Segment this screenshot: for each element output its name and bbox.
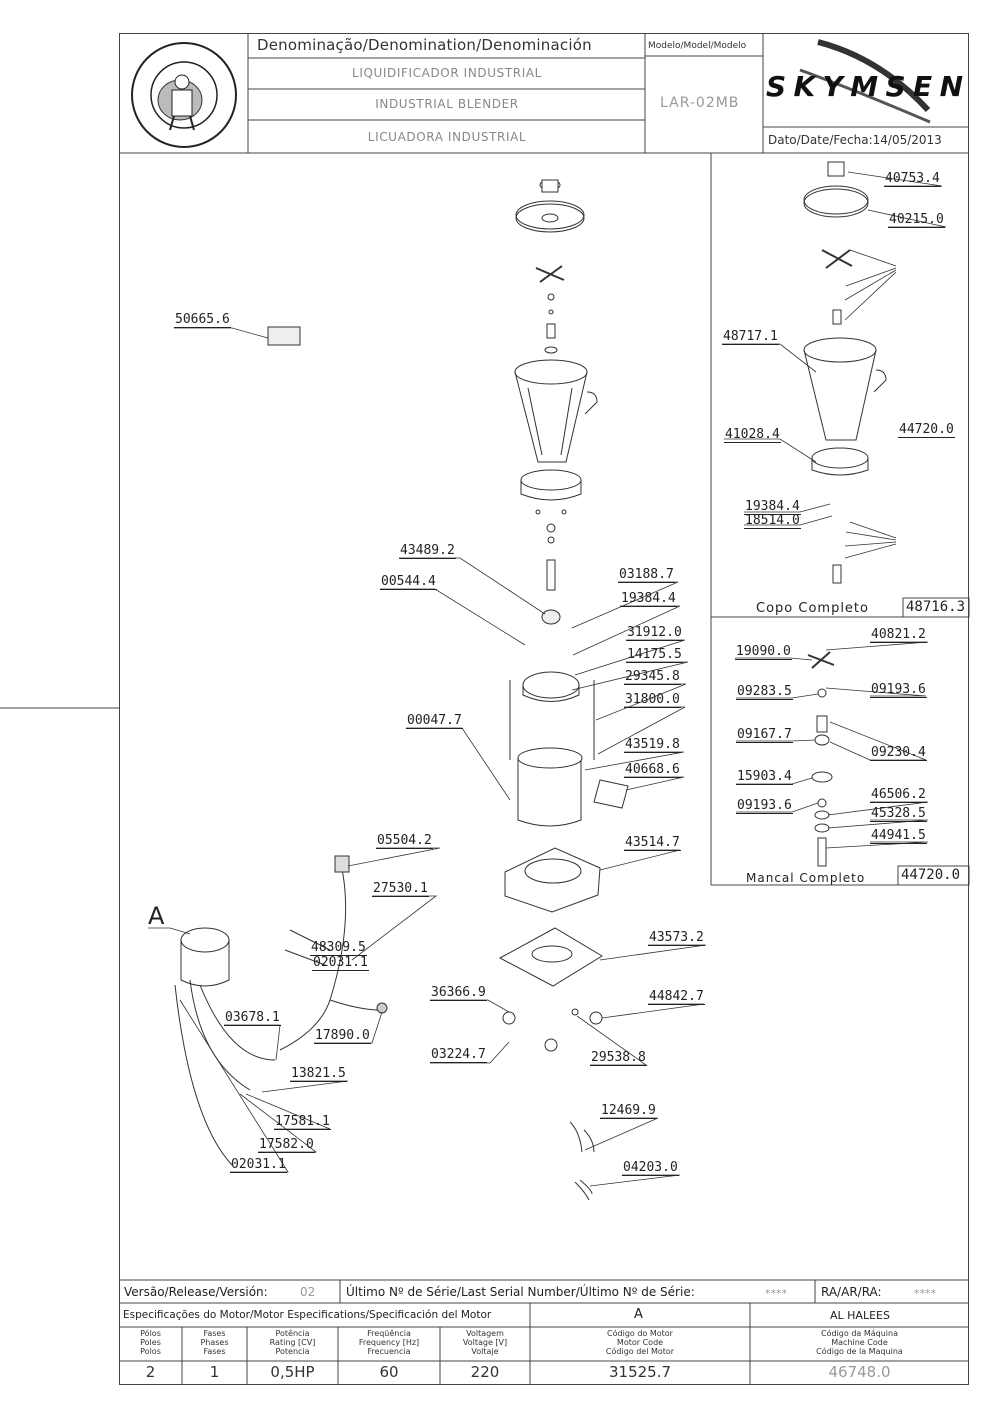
part-label-mancal: 45328.5	[870, 806, 927, 822]
spec-value-cell: 0,5HP	[270, 1363, 315, 1381]
part-label-main: 29538.8	[590, 1050, 647, 1066]
part-label-main: 43489.2	[399, 543, 456, 559]
svg-text:SKYMSEN: SKYMSEN	[766, 70, 963, 103]
part-label-main: 36366.9	[430, 985, 487, 1001]
version-value: 02	[300, 1285, 316, 1299]
part-label-main: 17581.1	[274, 1114, 331, 1130]
spec-header-cell: Freqüência Frequency [Hz] Frecuencia	[358, 1329, 420, 1356]
part-label-main: 43519.8	[624, 737, 681, 753]
part-label-main: 48309.5	[310, 940, 367, 956]
part-label-copo: 19384.4	[744, 499, 801, 515]
part-label-main: 43573.2	[648, 930, 705, 946]
part-label-mancal: 15903.4	[736, 769, 793, 785]
part-label-main: 44842.7	[648, 989, 705, 1005]
part-label-main: 03188.7	[618, 567, 675, 583]
part-label-mancal: 09167.7	[736, 727, 793, 743]
customer-name: AL HALEES	[830, 1309, 890, 1322]
spec-value-cell: 220	[470, 1363, 500, 1381]
spec-value-cell: 2	[145, 1363, 156, 1381]
part-label-main: 31800.0	[624, 692, 681, 708]
spec-header-cell: Voltagem Voltage [V] Voltaje	[462, 1329, 508, 1356]
part-label-mancal: 09283.5	[736, 684, 793, 700]
spec-value-cell: 31525.7	[608, 1363, 672, 1381]
part-label-main: 04203.0	[622, 1160, 679, 1176]
copo-completo-drawing	[803, 161, 887, 584]
skymsen-logo-icon: SKYMSEN	[766, 39, 964, 124]
name-pt: LIQUIDIFICADOR INDUSTRIAL	[352, 66, 542, 80]
part-label-main: 05504.2	[376, 833, 433, 849]
version-label: Versão/Release/Versión:	[124, 1285, 268, 1299]
part-label-copo: 48717.1	[722, 329, 779, 345]
exploded-blender-drawing	[174, 179, 629, 1201]
part-label-main: 43514.7	[624, 835, 681, 851]
part-label-main: 29345.8	[624, 669, 681, 685]
part-label-main: 00047.7	[406, 713, 463, 729]
part-label-mancal: 40821.2	[870, 627, 927, 643]
spec-value-cell: 60	[379, 1363, 399, 1381]
serial-value: ****	[765, 1287, 787, 1300]
ra-label: RA/AR/RA:	[821, 1285, 882, 1299]
serial-label: Último Nº de Série/Last Serial Number/Úl…	[346, 1285, 695, 1299]
part-label-copo: 40753.4	[884, 171, 941, 187]
part-label-copo: 41028.4	[724, 427, 781, 443]
date-label: Dato/Date/Fecha:	[768, 133, 873, 147]
mancal-code: 44720.0	[901, 867, 961, 883]
part-label-mancal: 09193.6	[736, 798, 793, 814]
spec-header-cell: Potência Rating [CV] Potencia	[269, 1329, 316, 1356]
part-label-main: 17890.0	[314, 1028, 371, 1044]
part-label-main: 27530.1	[372, 881, 429, 897]
part-label-main: 50665.6	[174, 312, 231, 328]
part-label-main: 14175.5	[626, 647, 683, 663]
date-field: Dato/Date/Fecha:14/05/2013	[768, 133, 942, 147]
drawing-frame	[119, 33, 969, 1385]
part-label-mancal: 44941.5	[870, 828, 927, 844]
part-label-mancal: 09230.4	[870, 745, 927, 761]
part-label-mancal: 09193.6	[870, 682, 927, 698]
name-es: LICUADORA INDUSTRIAL	[367, 130, 527, 144]
part-label-mancal: 46506.2	[870, 787, 927, 803]
date-value: 14/05/2013	[872, 133, 942, 147]
authorized-service-seal	[131, 42, 237, 148]
part-label-main: 13821.5	[290, 1066, 347, 1082]
part-label-main: 17582.0	[258, 1137, 315, 1153]
part-label-main: 19384.4	[620, 591, 677, 607]
denomination-title: Denominação/Denomination/Denominación	[257, 36, 592, 54]
part-label-main: 40668.6	[624, 762, 681, 778]
spec-header-cell: Fases Phases Fases	[200, 1329, 229, 1356]
model-value: LAR-02MB	[660, 95, 740, 111]
part-label-main: 12469.9	[600, 1103, 657, 1119]
spec-header-cell: Código do Motor Motor Code Código del Mo…	[605, 1329, 675, 1356]
motor-spec-label: Especificações do Motor/Motor Especifica…	[123, 1309, 492, 1321]
name-en: INDUSTRIAL BLENDER	[375, 97, 519, 111]
mancal-title: Mancal Completo	[746, 871, 866, 885]
part-label-copo: 18514.0	[744, 513, 801, 529]
copo-title: Copo Completo	[756, 601, 869, 616]
spec-value-cell: 1	[209, 1363, 220, 1381]
part-label-main: 00544.4	[380, 574, 437, 590]
part-label-main: 03224.7	[430, 1047, 487, 1063]
spec-value-cell: 46748.0	[828, 1363, 891, 1381]
part-label-main: 31912.0	[626, 625, 683, 641]
spec-header-cell: Código da Máquina Machine Code Código de…	[816, 1329, 903, 1356]
copo-code: 48716.3	[906, 599, 966, 615]
detail-marker: A	[148, 902, 165, 930]
part-label-copo: 40215.0	[888, 212, 945, 228]
model-label: Modelo/Model/Modelo	[648, 41, 747, 51]
part-label-main: 03678.1	[224, 1010, 281, 1026]
part-label-copo: 44720.0	[898, 422, 955, 438]
part-label-main: 02031.1	[230, 1157, 287, 1173]
part-label-mancal: 19090.0	[735, 644, 792, 660]
spec-header-cell: Pólos Poles Polos	[140, 1329, 161, 1356]
ra-value: ****	[914, 1287, 936, 1300]
part-label-main: 02031.1	[312, 955, 369, 971]
motor-marker: A	[634, 1307, 643, 1322]
